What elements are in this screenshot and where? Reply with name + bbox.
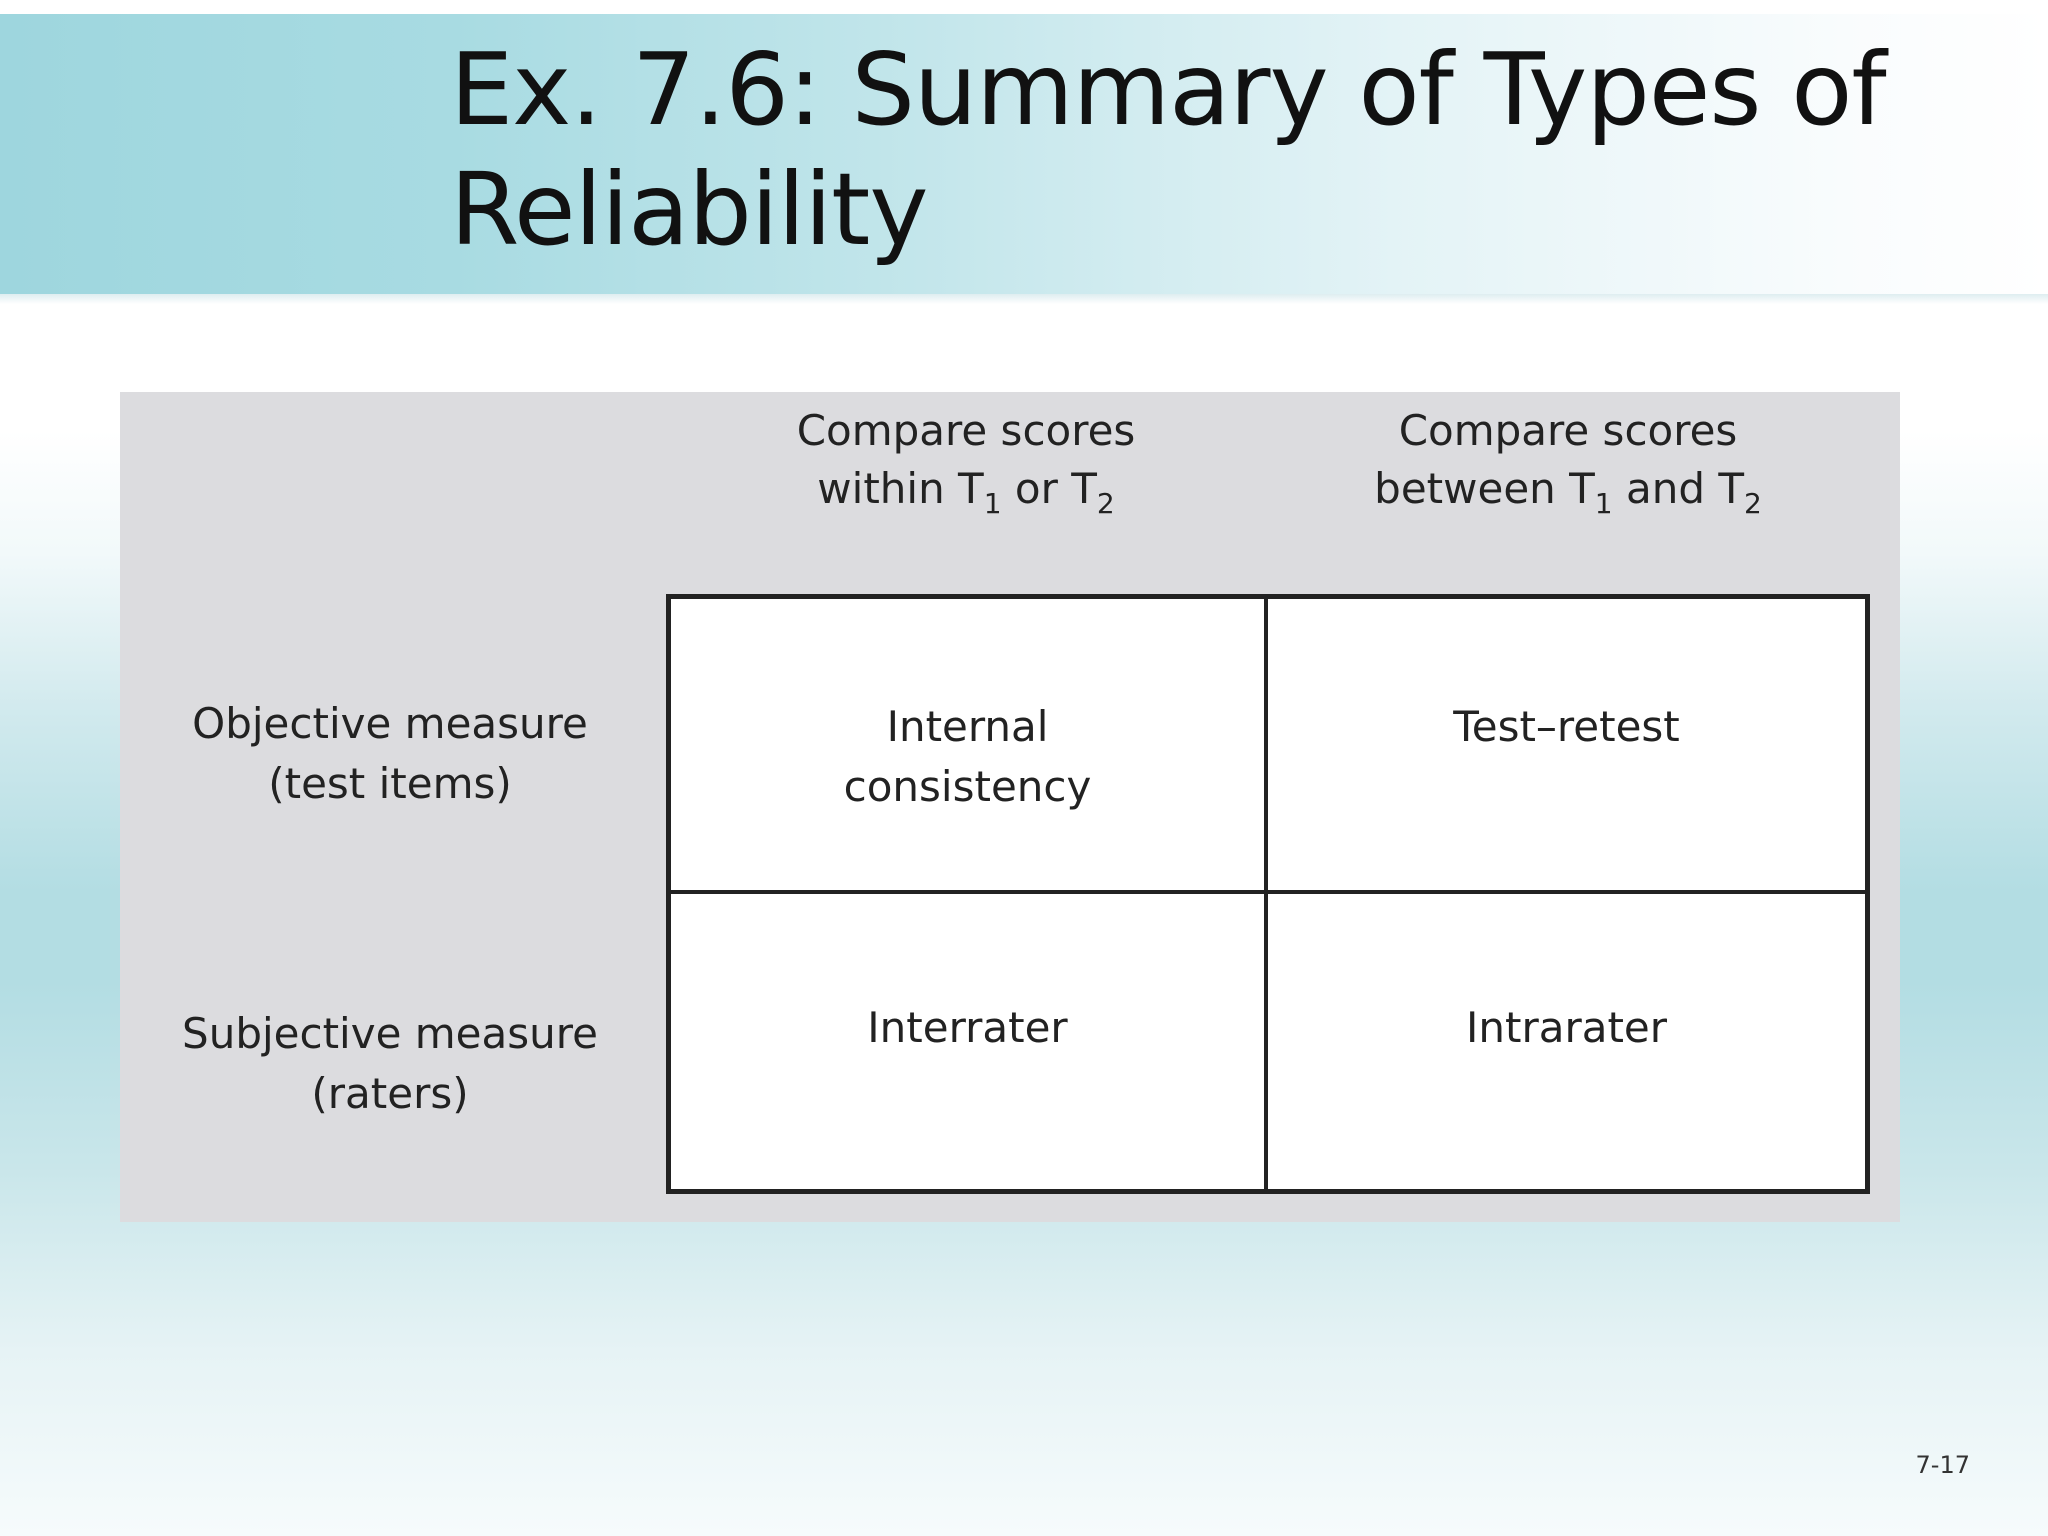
column-header-between: Compare scores between T1 and T2	[1268, 402, 1868, 518]
cell-test-retest: Test–retest	[1268, 599, 1865, 894]
column-header-between-sub-2: 2	[1744, 487, 1762, 520]
row-header-subjective-line-1: Subjective measure	[182, 1009, 598, 1058]
title-band-shadow	[0, 294, 2048, 304]
row-header-subjective: Subjective measure (raters)	[140, 1004, 640, 1124]
column-header-between-sub-1: 1	[1594, 487, 1613, 520]
column-header-within-line-2-mid: or T	[1001, 464, 1097, 513]
cell-interrater-text: Interrater	[867, 1003, 1068, 1052]
row-header-objective-line-2: (test items)	[268, 759, 512, 808]
column-header-between-line-2-mid: and T	[1612, 464, 1744, 513]
column-header-between-line-1: Compare scores	[1398, 406, 1738, 455]
slide-title-line-1: Ex. 7.6: Summary of Types of	[450, 31, 1887, 148]
cell-intrarater-text: Intrarater	[1465, 1003, 1668, 1052]
page-number: 7-17	[1915, 1451, 1970, 1479]
column-header-within: Compare scores within T1 or T2	[666, 402, 1266, 518]
column-header-within-line-1: Compare scores	[796, 406, 1136, 455]
reliability-grid: Internal consistency Test–retest Interra…	[666, 594, 1870, 1194]
reliability-types-figure: Compare scores within T1 or T2 Compare s…	[120, 392, 1900, 1222]
cell-interrater: Interrater	[671, 894, 1268, 1189]
cell-test-retest-text: Test–retest	[1453, 702, 1680, 751]
slide-title-line-2: Reliability	[450, 151, 929, 268]
row-header-subjective-line-2: (raters)	[311, 1069, 469, 1118]
cell-internal-consistency: Internal consistency	[671, 599, 1268, 894]
column-header-between-line-2-pre: between T	[1374, 464, 1595, 513]
slide-title: Ex. 7.6: Summary of Types of Reliability	[450, 30, 2010, 270]
cell-internal-consistency-text: Internal consistency	[843, 702, 1092, 811]
row-header-objective-line-1: Objective measure	[192, 699, 588, 748]
column-header-within-sub-2: 2	[1096, 487, 1115, 520]
column-header-within-sub-1: 1	[983, 487, 1002, 520]
cell-intrarater: Intrarater	[1268, 894, 1865, 1189]
column-header-within-line-2-pre: within T	[817, 464, 984, 513]
title-band	[0, 14, 2048, 294]
row-header-objective: Objective measure (test items)	[140, 694, 640, 814]
